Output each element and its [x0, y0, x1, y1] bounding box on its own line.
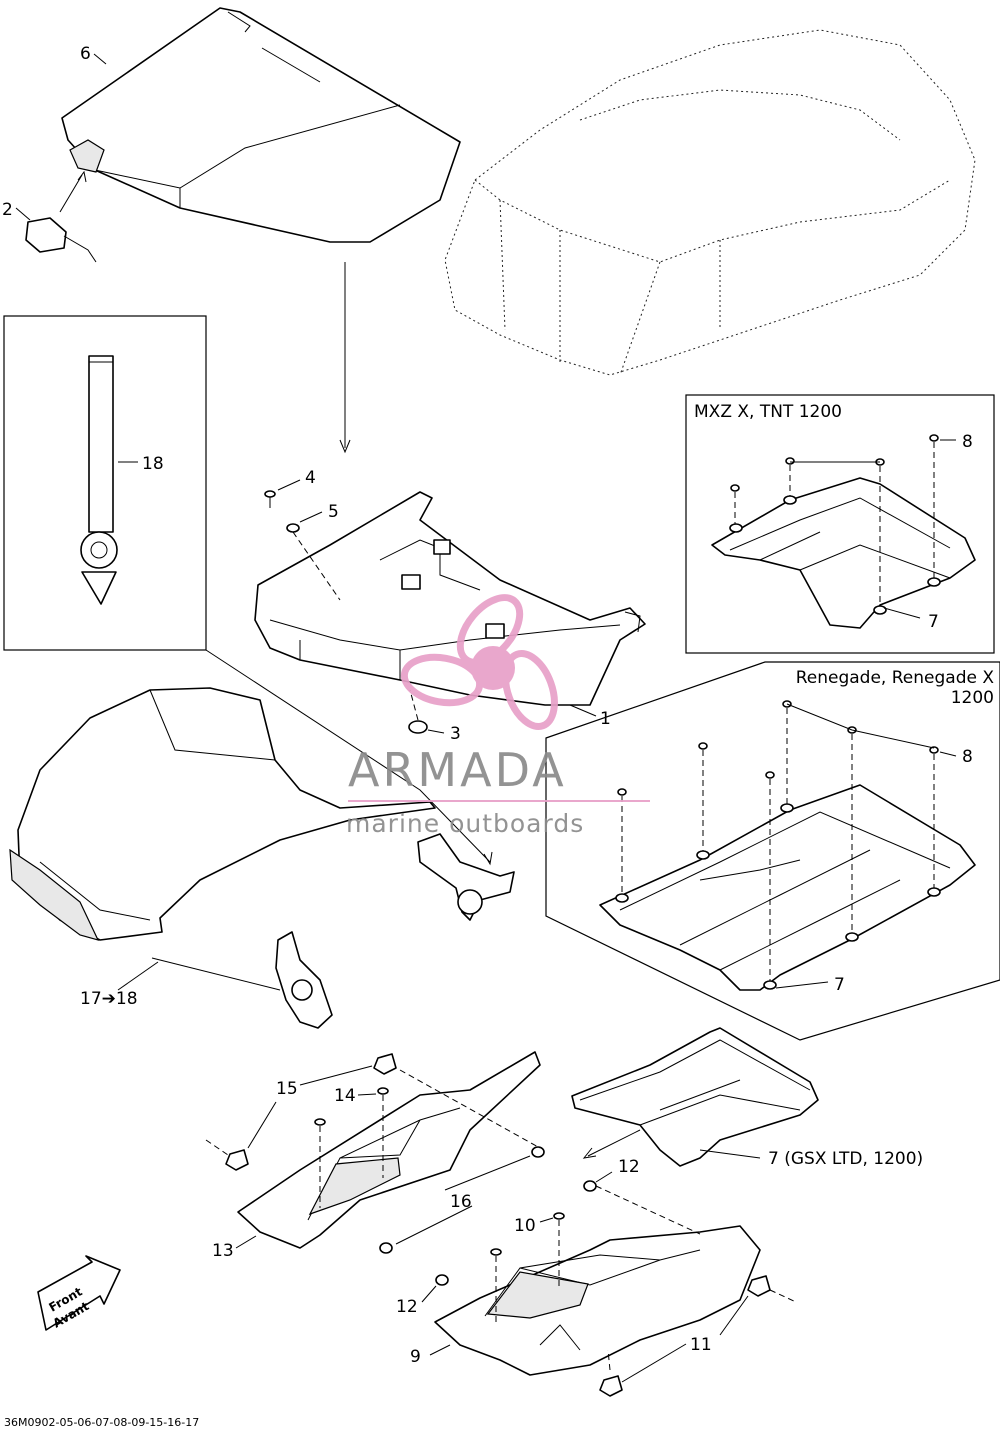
- propeller-logo-icon: [400, 594, 558, 730]
- strap-detail-box: [3, 315, 207, 651]
- callout-17-18: 17➔18: [80, 989, 138, 1009]
- strap-to-seat-line-b: [151, 957, 281, 991]
- seat-outline-dotted: [444, 29, 976, 376]
- assembly-arrow: [339, 262, 351, 454]
- washer-part-5: [286, 511, 341, 601]
- callout-8-mxz: 8: [962, 432, 973, 452]
- callout-8-renegade: 8: [962, 747, 973, 767]
- callout-7-mxz: 7: [928, 612, 939, 632]
- rivets-part-8-mxz: [730, 434, 956, 619]
- watermark-title: ARMADA: [348, 743, 567, 797]
- front-arrow-icon: Front Avant: [37, 1255, 121, 1331]
- callout-1: 1: [600, 709, 611, 729]
- diagram-code: 36M0902-05-06-07-08-09-15-16-17: [4, 1416, 199, 1429]
- callout-5: 5: [328, 502, 339, 522]
- seat-cover-part-17: [9, 687, 515, 1029]
- hardware-panel-9: [421, 1171, 797, 1397]
- callout-6: 6: [80, 44, 91, 64]
- box-title-renegade: Renegade, Renegade X: [796, 668, 995, 688]
- box-title-mxz-tnt: MXZ X, TNT 1200: [694, 402, 842, 422]
- callout-15: 15: [276, 1079, 298, 1099]
- callout-3: 3: [450, 724, 461, 744]
- grommet-part-3: [408, 689, 445, 734]
- skid-plate-mxz: [711, 477, 976, 629]
- strap-part-18: [80, 355, 138, 605]
- callout-7-gsx: 7 (GSX LTD, 1200): [768, 1149, 923, 1169]
- callout-13: 13: [212, 1241, 234, 1261]
- callout-4: 4: [305, 468, 316, 488]
- skid-plate-gsx: [571, 1027, 819, 1167]
- skid-plate-renegade: [599, 784, 976, 991]
- callout-10: 10: [514, 1216, 536, 1236]
- clip-part-2: [25, 170, 97, 263]
- callout-11: 11: [690, 1335, 712, 1355]
- side-panel-part-9: [434, 1225, 761, 1376]
- seat-base-part-1: [254, 491, 646, 706]
- watermark-subtitle: marine outboards: [346, 809, 584, 838]
- renegade-box: [545, 661, 1000, 1041]
- callout-16: 16: [450, 1192, 472, 1212]
- box-title-renegade-1200: 1200: [951, 688, 994, 708]
- windshield-part-6: [61, 7, 461, 243]
- mxz-tnt-box: [685, 394, 995, 654]
- callout-14: 14: [334, 1086, 356, 1106]
- strap-to-seat-line-a: [205, 649, 491, 863]
- side-panel-part-13: [237, 1051, 541, 1249]
- callout-12-bottom: 12: [396, 1297, 418, 1317]
- rivets-part-8-renegade: [617, 700, 957, 989]
- armada-watermark: ARMADA marine outboards: [346, 594, 650, 838]
- callout-9: 9: [410, 1347, 421, 1367]
- callout-2: 2: [2, 200, 13, 220]
- screw-part-4: [264, 479, 301, 508]
- hardware-panel-13: [205, 1053, 545, 1254]
- callout-18: 18: [142, 454, 164, 474]
- callout-12-top: 12: [618, 1157, 640, 1177]
- watermark-rule: [348, 800, 650, 802]
- callout-7-renegade: 7: [834, 975, 845, 995]
